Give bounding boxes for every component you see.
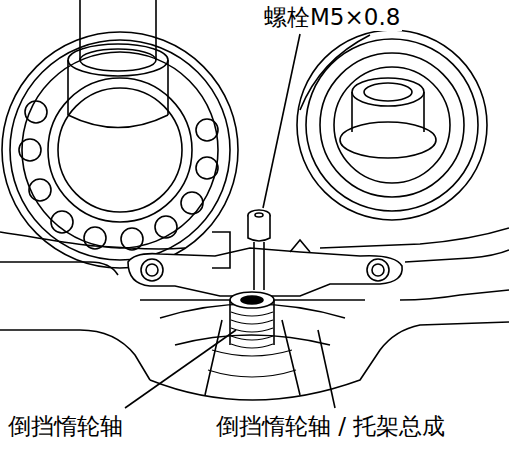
input-shaft: [68, 60, 168, 115]
output-bearing: [306, 39, 478, 211]
ball-bearing: [196, 119, 218, 141]
ball-bearing: [84, 227, 106, 249]
ball-bearing: [58, 88, 182, 212]
bolt-m5: [254, 242, 264, 290]
ball-bearing: [155, 216, 177, 238]
idler-bracket: [212, 232, 230, 268]
leader-line: [318, 330, 335, 408]
idler-bracket: [372, 264, 384, 276]
bolt-m5: [248, 210, 270, 290]
ball-bearing: [2, 32, 238, 268]
output-bearing: [300, 35, 370, 110]
output-bearing: [340, 122, 436, 158]
case-housing: [0, 228, 509, 400]
input-shaft: [68, 0, 168, 128]
idler-shaft: [205, 320, 300, 395]
leader-line: [263, 34, 300, 208]
output-bearing: [320, 53, 464, 197]
ball-bearing: [29, 179, 51, 201]
output-bearing: [334, 67, 450, 183]
input-shaft: [68, 44, 168, 76]
ball-bearing: [181, 192, 203, 214]
idler-shaft: [231, 312, 273, 348]
idler-bracket: [290, 240, 310, 252]
idler-bracket: [146, 264, 158, 276]
idler-shaft: [205, 292, 300, 395]
ball-bearing: [48, 78, 192, 222]
leader-line: [125, 34, 335, 408]
case-housing: [400, 290, 509, 300]
output-bearing: [364, 83, 412, 101]
ball-bearing: [121, 228, 143, 250]
idler-shaft: [208, 350, 296, 377]
output-bearing: [297, 30, 487, 220]
part-label: 倒挡惰轮轴: [6, 412, 125, 440]
case-housing: [405, 250, 509, 262]
leader-line: [125, 330, 236, 408]
idler-bracket: [128, 232, 402, 296]
part-label: 螺栓M5×0.8: [262, 3, 402, 31]
part-label: 倒挡惰轮轴 / 托架总成: [214, 412, 447, 440]
ball-bearing: [22, 52, 218, 248]
ball-bearing: [25, 101, 47, 123]
case-housing: [0, 330, 150, 380]
case-housing: [320, 228, 509, 248]
ball-bearing: [2, 32, 238, 268]
bolt-m5: [248, 215, 270, 241]
output-bearing: [297, 30, 487, 220]
output-bearing: [352, 92, 424, 132]
ball-bearing: [196, 157, 218, 179]
idler-shaft: [230, 292, 274, 308]
case-housing: [0, 262, 118, 275]
input-shaft: [80, 0, 156, 60]
output-bearing: [352, 78, 424, 106]
idler-shaft: [241, 296, 263, 304]
ball-bearing: [10, 40, 230, 260]
idler-bracket: [128, 248, 402, 296]
idler-bracket: [141, 259, 163, 281]
input-shaft: [68, 115, 168, 128]
case-housing: [150, 322, 509, 400]
ball-bearing: [19, 139, 41, 161]
idler-bracket: [367, 259, 389, 281]
bolt-m5: [255, 213, 263, 217]
input-shaft: [80, 49, 156, 71]
ball-bearing: [51, 211, 73, 233]
